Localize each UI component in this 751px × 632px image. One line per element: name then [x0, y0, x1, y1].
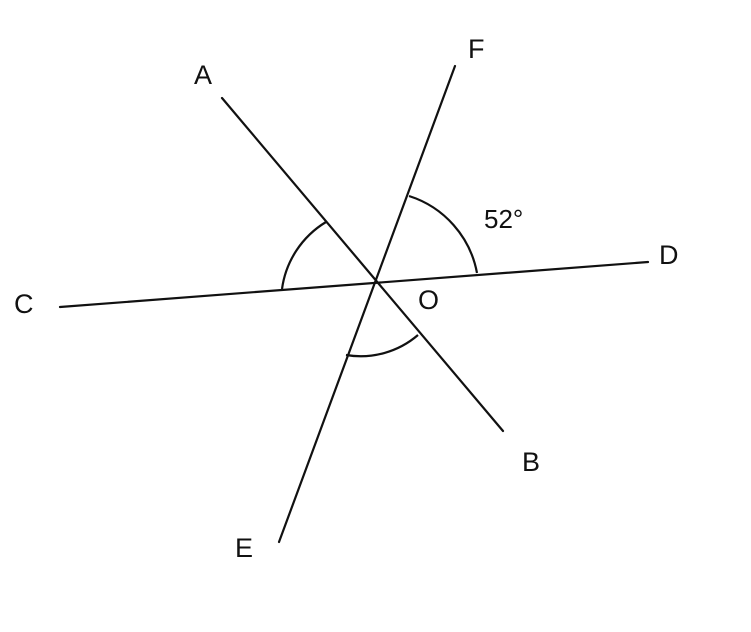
line-cd	[58, 260, 650, 309]
line-ab	[220, 96, 505, 433]
point-label-c: C	[14, 289, 34, 319]
angle-arc-fod	[408, 194, 479, 274]
angle-label-52: 52°	[484, 204, 523, 234]
point-label-o: O	[418, 285, 439, 315]
point-label-b: B	[522, 447, 540, 477]
point-label-a: A	[194, 60, 212, 90]
point-label-f: F	[468, 34, 485, 64]
angle-arc-aoc	[280, 221, 327, 290]
point-label-e: E	[235, 533, 253, 563]
angle-arc-eob	[345, 334, 419, 358]
point-label-d: D	[659, 240, 679, 270]
line-ef	[277, 64, 457, 544]
